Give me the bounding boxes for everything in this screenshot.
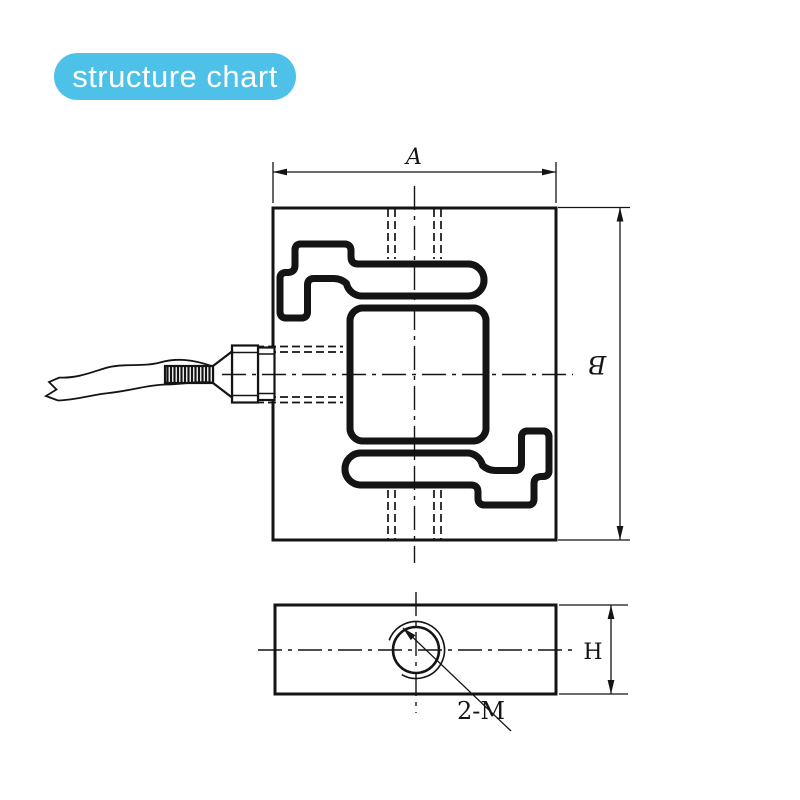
- gland-washer: [256, 346, 276, 402]
- dim-label-a: A: [404, 145, 422, 170]
- badge-label: structure chart: [72, 58, 278, 94]
- dim-label-b: B: [588, 350, 607, 379]
- cable-ribs: [166, 366, 211, 383]
- dimension-h: H: [559, 604, 628, 695]
- gland-facet-lines: [232, 351, 275, 397]
- upper-cutout: [276, 240, 484, 322]
- dimension-b: B: [558, 206, 630, 541]
- hole-label: 2-M: [457, 697, 505, 725]
- lower-cutout: [345, 427, 553, 509]
- cable: [43, 358, 214, 402]
- bottom-view: 2-M H: [258, 592, 628, 732]
- dimension-a: A: [272, 145, 557, 203]
- hidden-thread-lines-vertical: [387, 209, 442, 540]
- thread-arc: [388, 620, 446, 680]
- dim-h-extension-lines: [559, 604, 628, 695]
- hidden-thread-lines-horizontal: [256, 345, 343, 404]
- structure-chart-badge: structure chart: [54, 53, 296, 100]
- hole-leader-line: [402, 627, 512, 732]
- dim-label-h: H: [583, 640, 602, 665]
